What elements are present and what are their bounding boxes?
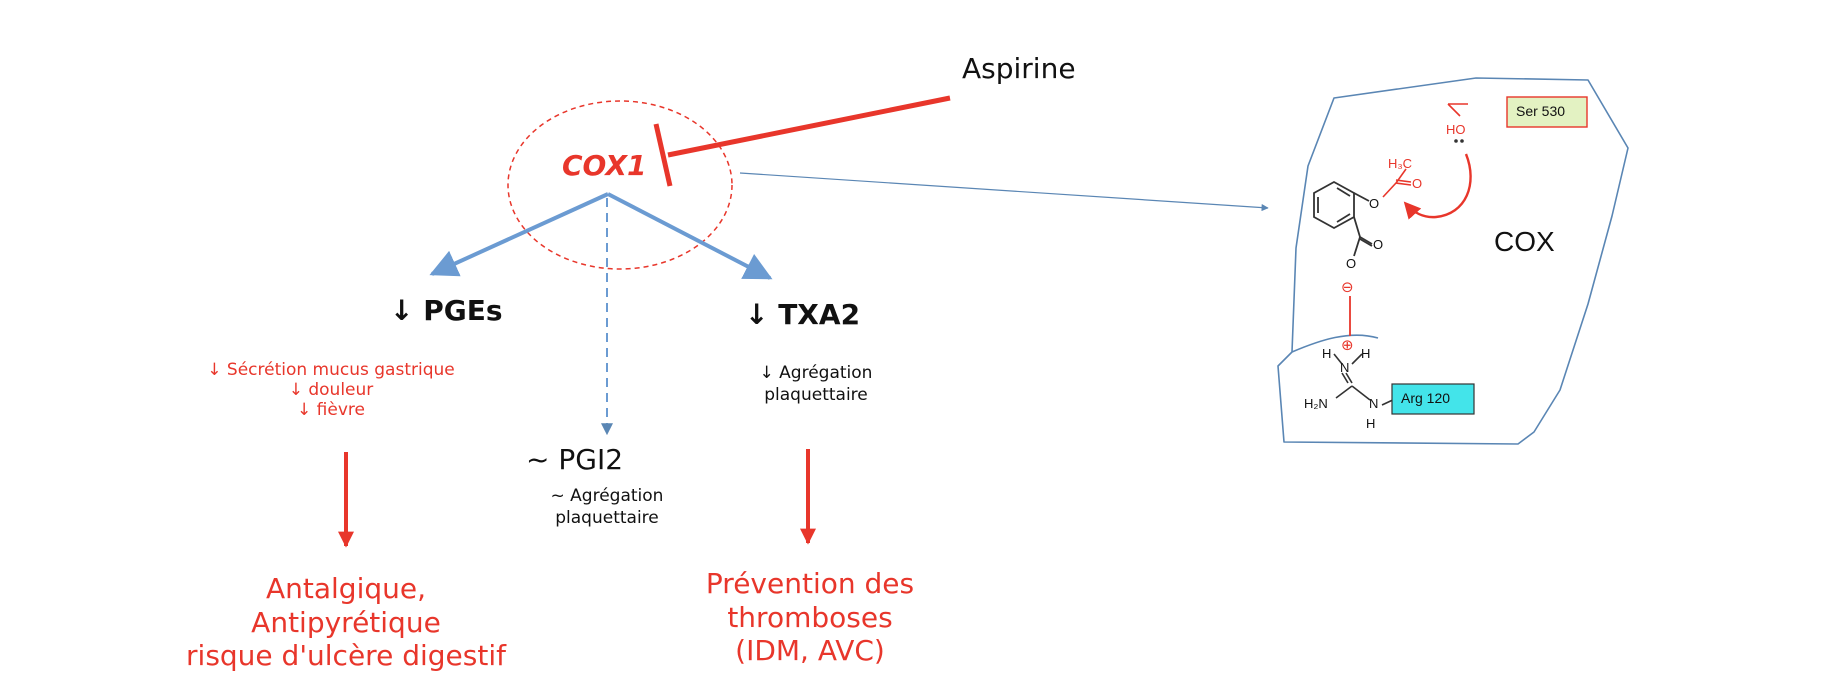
txa2-effect-item: plaquettaire [764,385,868,406]
pges-title: ↓ PGEs [390,294,503,327]
aspirine-label: Aspirine [962,52,1076,85]
txa2-outcome: Prévention des thromboses (IDM, AVC) [680,567,940,668]
pges-outcome: Antalgique, Antipyrétique risque d'ulcèr… [176,572,516,673]
txa2-title: ↓ TXA2 [745,298,861,331]
ser-530-label: Ser 530 [1516,103,1566,119]
atom-n-top: N [1340,360,1350,375]
pgi2-title: ~ PGI2 [526,443,624,476]
atom-o-carboxyl: O [1373,237,1384,252]
txa2-effect-item: ↓ Agrégation [759,363,873,383]
ser-530-box [1506,96,1588,128]
pges-effect-item: ↓ douleur [288,380,374,400]
pgi2-effects: ~ Agrégation plaquettaire [507,485,707,529]
txa2-outcome-line: thromboses [727,600,893,634]
atom-o-minus: O [1346,256,1357,271]
pges-outcome-line: risque d'ulcère digestif [186,639,506,673]
cox-pocket-label: COX [1494,226,1555,257]
cox1-label: COX1 [562,149,647,182]
atom-o-carbonyl: O [1412,176,1423,191]
lone-pair-dot [1454,139,1458,143]
charge-plus: ⊕ [1341,336,1354,354]
cox1-ellipse [507,100,733,270]
arg-120-label: Arg 120 [1401,390,1451,406]
connector-to-pocket [739,172,1269,212]
pges-effects: ↓ Sécrétion mucus gastrique ↓ douleur ↓ … [176,360,486,420]
atom-o-ester: O [1369,196,1380,211]
cox-pocket-outline [1277,77,1629,445]
pges-effect-item: ↓ Sécrétion mucus gastrique [207,360,455,380]
acetyl-group [1382,103,1468,198]
pgi2-effect-item: ~ Agrégation [550,486,664,506]
arg-120-box [1391,383,1475,415]
txa2-outcome-line: (IDM, AVC) [735,634,885,668]
atom-n-right: N [1369,396,1379,411]
txa2-outcome-line: Prévention des [705,567,915,600]
atom-h3c: H₃C [1388,156,1413,171]
atom-h2n: H₂N [1304,396,1328,411]
atom-h-left: H [1322,346,1332,361]
txa2-effects: ↓ Agrégation plaquettaire [716,362,916,406]
pgi2-effect-item: plaquettaire [555,508,659,529]
inhibition-line [667,95,951,158]
arrow-to-pges [429,192,609,277]
guanidinium-group [1333,353,1398,406]
lone-pair-dot [1460,139,1464,143]
atom-h-right: H [1361,346,1371,361]
aspirin-molecule [1313,180,1373,257]
pges-effect-item: ↓ fièvre [297,400,365,420]
atom-h-bottom: H [1366,416,1376,431]
pges-outcome-line: Antalgique, [265,572,426,605]
atom-ho: HO [1446,122,1466,137]
pges-outcome-line: Antipyrétique [251,605,441,639]
arrow-to-txa2 [607,192,773,280]
inhibition-bar [653,123,673,187]
attack-arrow [1403,153,1472,220]
charge-minus: ⊖ [1341,278,1354,296]
